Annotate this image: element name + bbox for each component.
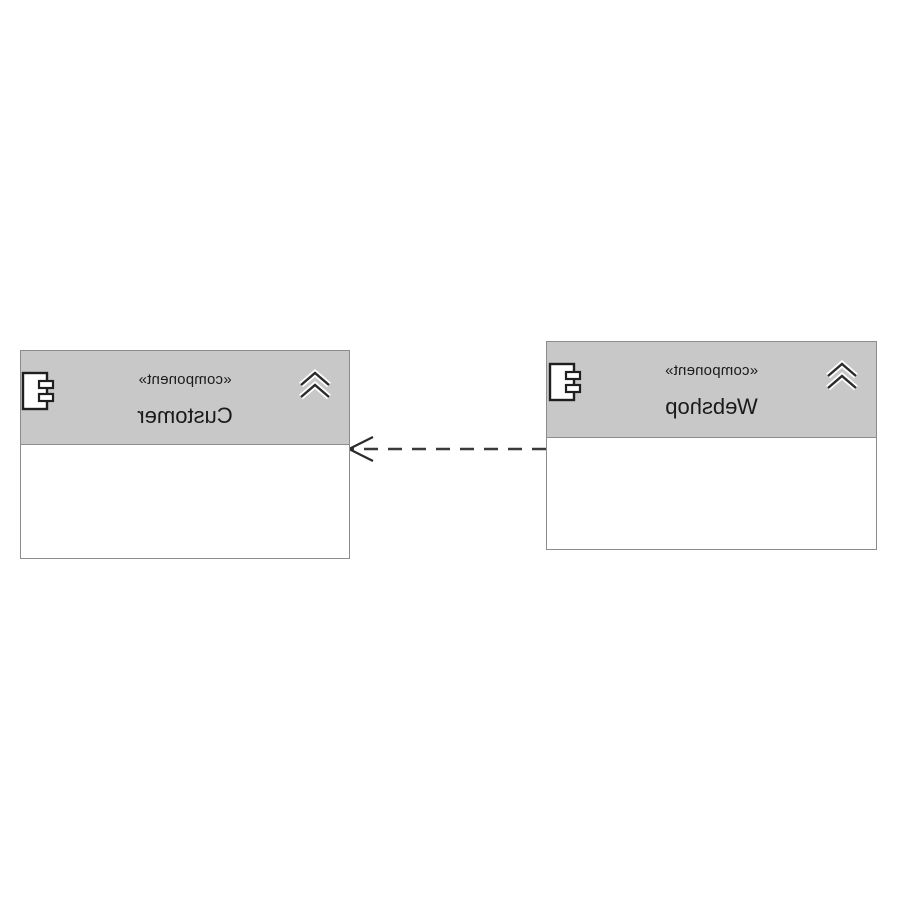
customer-component[interactable]: «component» Customer: [20, 350, 350, 559]
double-chevron-up-icon[interactable]: [295, 365, 335, 405]
dependency-arrowhead: [346, 436, 374, 462]
webshop-component[interactable]: «component» Webshop: [546, 341, 877, 550]
component-stereotype: «component»: [138, 371, 232, 388]
component-name[interactable]: Webshop: [665, 394, 758, 419]
component-icon: [548, 362, 582, 402]
component-body: [21, 445, 349, 558]
component-stereotype: «component»: [664, 362, 759, 379]
component-header[interactable]: «component» Customer: [21, 351, 349, 445]
double-chevron-up-icon[interactable]: [822, 356, 862, 396]
component-body: [547, 438, 876, 549]
component-icon: [21, 371, 55, 411]
component-name[interactable]: Customer: [137, 403, 233, 428]
component-header[interactable]: «component» Webshop: [547, 342, 876, 438]
